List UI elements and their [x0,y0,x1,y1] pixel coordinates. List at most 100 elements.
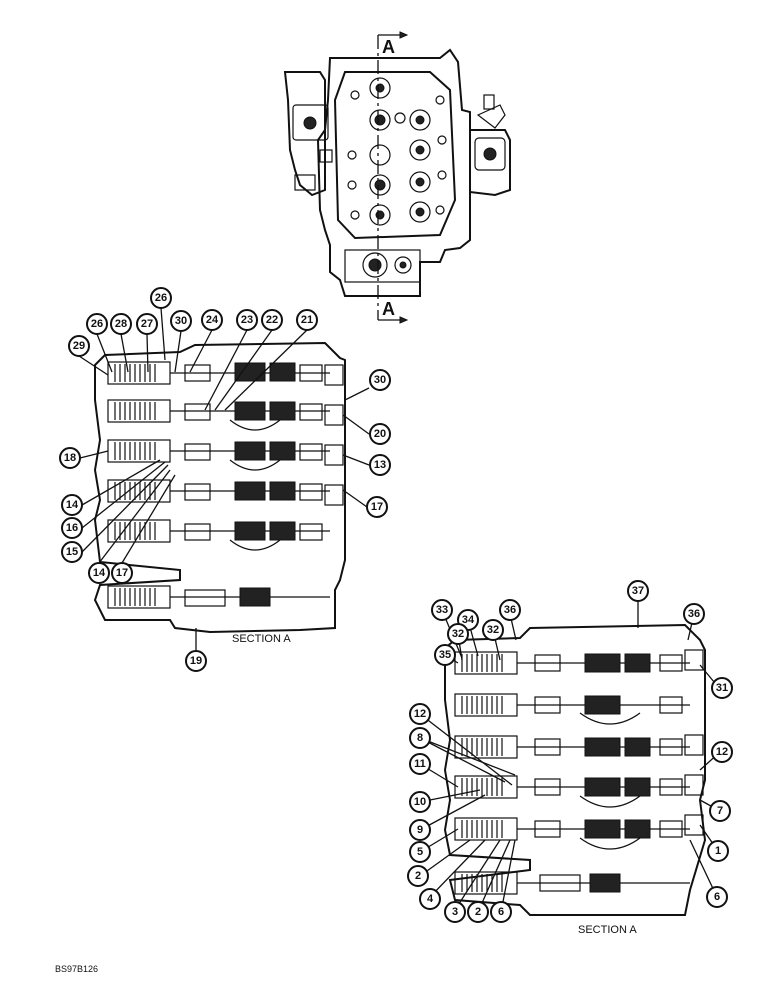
callout: 16 [61,517,83,539]
callout: 2 [407,865,429,887]
svg-text:33: 33 [436,604,448,616]
callout: 33 [431,599,453,621]
callout: 26 [150,287,172,309]
svg-text:21: 21 [301,314,313,326]
section-marker-bottom: A [382,299,395,319]
svg-text:9: 9 [417,824,423,836]
callout: 13 [369,454,391,476]
svg-text:30: 30 [175,315,187,327]
callout: 26 [86,313,108,335]
callout: 36 [683,603,705,625]
svg-text:28: 28 [115,318,127,330]
callout: 28 [110,313,132,335]
callout: 1 [707,840,729,862]
callout: 36 [499,599,521,621]
callout: 3 [444,901,466,923]
svg-text:2: 2 [475,906,481,918]
svg-text:17: 17 [371,501,383,513]
callout: 14 [61,494,83,516]
callout: 9 [409,819,431,841]
callout: 11 [409,753,431,775]
callout: 6 [490,901,512,923]
svg-text:6: 6 [498,906,504,918]
svg-text:15: 15 [66,546,78,558]
svg-text:18: 18 [64,452,76,464]
svg-text:34: 34 [462,614,475,626]
svg-text:23: 23 [241,314,253,326]
callout: 14 [88,562,110,584]
section-a-label-lower: SECTION A [578,924,637,936]
svg-text:10: 10 [414,796,426,808]
svg-text:32: 32 [452,628,464,640]
callout: 12 [711,741,733,763]
callout: 23 [236,309,258,331]
svg-text:16: 16 [66,522,78,534]
svg-text:8: 8 [417,732,423,744]
svg-text:12: 12 [414,708,426,720]
callout: 4 [419,888,441,910]
svg-text:14: 14 [66,499,79,511]
valve-section-lower [443,623,707,916]
callout: 32 [447,623,469,645]
svg-text:31: 31 [716,682,728,694]
svg-text:32: 32 [487,624,499,636]
svg-text:36: 36 [504,604,516,616]
svg-text:29: 29 [73,340,85,352]
svg-text:26: 26 [91,318,103,330]
svg-text:2: 2 [415,870,421,882]
callout: 2 [467,901,489,923]
figure-code: BS97B126 [55,964,98,974]
valve-top-view [283,31,511,324]
svg-text:27: 27 [141,318,153,330]
callout: 5 [409,841,431,863]
svg-text:17: 17 [116,567,128,579]
svg-text:13: 13 [374,459,386,471]
callout: 29 [68,335,90,357]
section-a-label-upper: SECTION A [232,633,291,645]
callout: 6 [706,886,728,908]
svg-text:35: 35 [439,649,451,661]
callout: 10 [409,791,431,813]
callout: 7 [709,800,731,822]
callout: 30 [369,369,391,391]
callout: 24 [201,309,223,331]
leader-lines [78,307,721,913]
svg-text:19: 19 [190,655,202,667]
callout: 12 [409,703,431,725]
svg-text:24: 24 [206,314,219,326]
callout: 22 [261,309,283,331]
svg-text:11: 11 [414,758,426,770]
section-marker-top: A [382,37,395,57]
callout: 21 [296,309,318,331]
callouts-lower: 37 33 34 36 32 32 36 35 31 12 8 12 11 7 … [407,580,733,923]
callout: 20 [369,423,391,445]
svg-text:7: 7 [717,805,723,817]
svg-text:20: 20 [374,428,386,440]
callout: 27 [136,313,158,335]
callout: 18 [59,447,81,469]
callout: 17 [366,496,388,518]
callout: 35 [434,644,456,666]
callout: 31 [711,677,733,699]
callout: 37 [627,580,649,602]
callout: 15 [61,541,83,563]
callouts-upper: 26 26 28 27 30 24 23 22 21 29 30 20 18 1… [59,287,391,672]
svg-text:12: 12 [716,746,728,758]
svg-text:30: 30 [374,374,386,386]
svg-text:26: 26 [155,292,167,304]
svg-text:6: 6 [714,891,720,903]
svg-text:5: 5 [417,846,423,858]
svg-text:37: 37 [632,585,644,597]
svg-text:4: 4 [427,893,434,905]
svg-text:14: 14 [93,567,106,579]
callout: 8 [409,727,431,749]
callout: 32 [482,619,504,641]
svg-text:36: 36 [688,608,700,620]
callout: 19 [185,650,207,672]
svg-text:1: 1 [715,845,721,857]
callout: 17 [111,562,133,584]
valve-section-upper [93,341,346,634]
svg-text:3: 3 [452,906,458,918]
svg-text:22: 22 [266,314,278,326]
